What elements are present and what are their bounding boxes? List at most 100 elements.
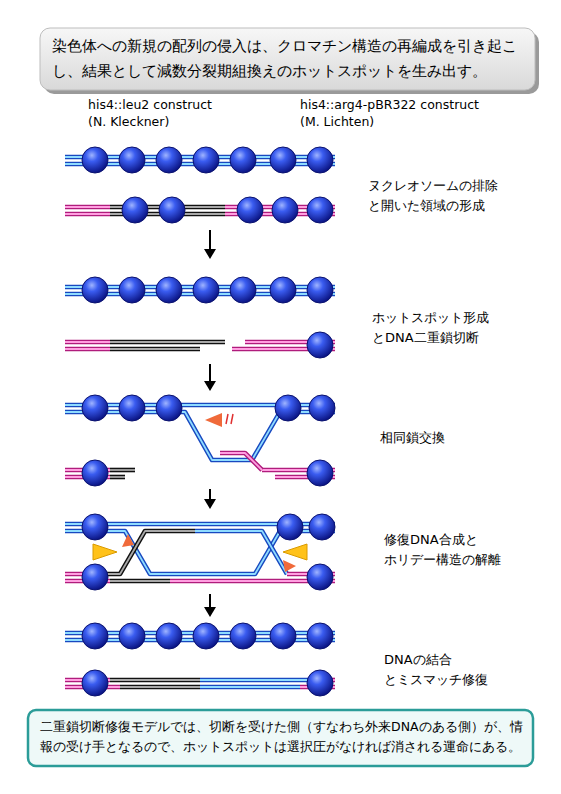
nucleosome	[307, 277, 333, 303]
dna-strands	[65, 212, 110, 217]
nucleosome	[82, 277, 333, 358]
construct-label: his4::leu2 construct	[88, 95, 288, 115]
dna-strands	[110, 468, 135, 473]
nucleosome	[119, 623, 145, 649]
construct-label: his4::arg4-pBR322 construct	[300, 95, 540, 115]
nucleosome	[307, 670, 333, 696]
nucleosome	[275, 395, 301, 421]
dna-strands	[110, 579, 170, 584]
dna-strands	[65, 213, 110, 215]
nucleosome	[270, 277, 296, 303]
dna-strands	[65, 348, 110, 350]
nucleosome	[193, 277, 219, 303]
nucleosome	[82, 514, 108, 540]
resolution-arrow	[283, 544, 307, 560]
step-arrow	[204, 249, 216, 259]
dna-strands	[110, 341, 225, 343]
step-arrow	[204, 499, 216, 509]
nucleosome	[82, 460, 108, 486]
step-arrow	[204, 230, 216, 259]
dna-strands	[200, 685, 300, 690]
step-arrow	[209, 364, 211, 382]
dna-strands	[110, 475, 125, 480]
nucleosome	[193, 623, 219, 649]
step-arrow	[204, 594, 216, 617]
nucleosome	[119, 277, 145, 303]
diagram-title: 染色体への新規の配列の侵入は、クロマチン構造の再編成を引き起こし、結果として減数…	[52, 34, 526, 84]
nucleosome	[193, 147, 219, 173]
synthesis-arrow	[205, 413, 233, 427]
step-arrow	[204, 489, 216, 509]
nucleosome	[156, 277, 182, 303]
synthesis-arrow	[205, 413, 222, 427]
dna-strands	[200, 679, 310, 681]
step-label: 修復DNA合成と ホリデー構造の解離	[384, 530, 534, 570]
nucleosome	[122, 197, 148, 223]
nucleosome	[309, 514, 335, 540]
nucleosome	[82, 623, 333, 696]
step-arrow	[204, 364, 216, 391]
step-arrow	[209, 489, 211, 500]
dna-strands	[220, 453, 262, 470]
dna-strands	[110, 469, 135, 471]
title-frame	[40, 28, 539, 94]
step-label: DNAの結合 とミスマッチ修復	[384, 650, 534, 690]
nucleosome	[82, 147, 108, 173]
dna-strands	[220, 453, 262, 470]
synthesis-arrow	[231, 414, 233, 424]
step-label: ヌクレオソームの排除 と開いた領域の形成	[368, 176, 518, 216]
dna-strands	[110, 476, 125, 478]
synthesis-arrow	[226, 414, 228, 424]
nucleosome	[156, 147, 182, 173]
nucleosome	[82, 670, 108, 696]
dna-strands	[65, 347, 110, 352]
author-label: (M. Lichten)	[300, 112, 500, 132]
nucleosome	[270, 147, 296, 173]
nucleosome	[307, 332, 333, 358]
diagram-caption: 二重鎖切断修復モデルでは、切断を受けた側（すなわち外来DNAのある側）が、情報の…	[40, 717, 524, 757]
step-label: 相同鎖交換	[380, 428, 530, 448]
nucleosome	[119, 147, 145, 173]
caption-frame	[28, 710, 533, 766]
dna-strands	[110, 348, 200, 350]
dna-strands	[65, 340, 110, 345]
nucleosome	[230, 277, 256, 303]
title-frame	[40, 28, 535, 90]
nucleosome	[82, 564, 108, 590]
nucleosome	[159, 197, 185, 223]
nucleosome	[230, 147, 256, 173]
dna-strands	[200, 678, 310, 683]
dna-strands	[65, 341, 110, 343]
nucleosome	[82, 623, 108, 649]
synthesis-arrow	[122, 534, 134, 547]
step-arrow	[204, 607, 216, 617]
dna-strands	[105, 531, 195, 574]
nucleosome	[119, 395, 145, 421]
nucleosome	[82, 277, 108, 303]
dna-strands	[110, 347, 200, 352]
synthesis-arrow	[283, 560, 296, 572]
nucleosome	[82, 395, 108, 421]
synthesis-arrow	[122, 534, 296, 572]
nucleosome	[82, 147, 333, 223]
dna-strands	[65, 205, 110, 210]
author-label: (N. Kleckner)	[88, 112, 288, 132]
dna-strands	[195, 531, 287, 574]
nucleosome	[82, 514, 335, 590]
step-arrow	[209, 230, 211, 250]
nucleosome	[237, 197, 263, 223]
nucleosome	[307, 197, 333, 223]
nucleosome	[277, 514, 303, 540]
dna-strands	[120, 685, 200, 690]
nucleosome	[156, 623, 182, 649]
nucleosome	[307, 460, 333, 486]
nucleosome	[307, 147, 333, 173]
nucleosome	[309, 395, 335, 421]
dna-strands	[110, 340, 225, 345]
dna-strands	[200, 686, 300, 688]
nucleosome	[307, 564, 333, 590]
dna-strands	[110, 678, 200, 683]
dna-strands	[105, 531, 195, 574]
dna-strands	[120, 686, 200, 688]
dna-strands	[110, 679, 200, 681]
